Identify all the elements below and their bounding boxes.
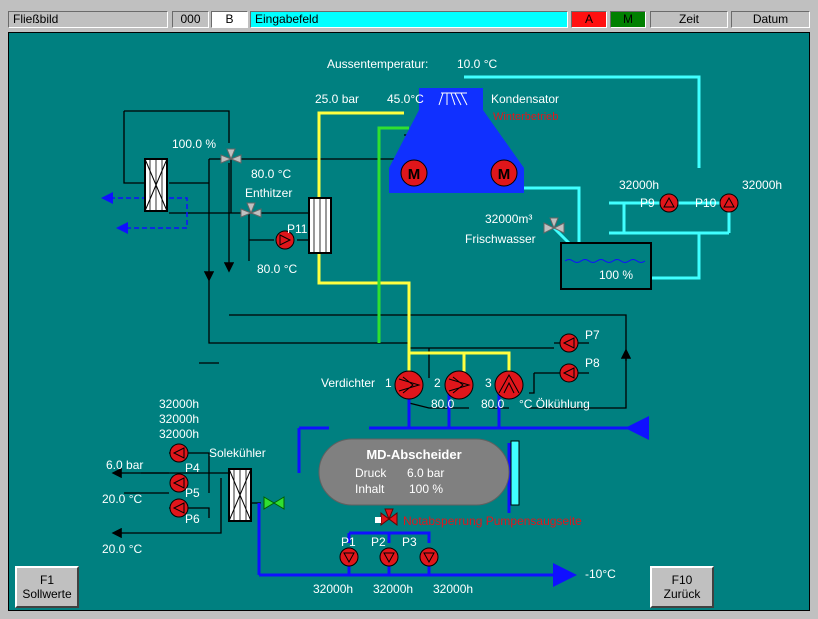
code-field: 000: [172, 11, 209, 28]
three-way-valve-icon[interactable]: [220, 148, 242, 164]
f1-setpoints-button[interactable]: F1 Sollwerte: [15, 566, 79, 608]
emergency-shutoff-label: Notabsperrung Pumpensaugseite: [403, 514, 582, 528]
svg-text:M: M: [498, 166, 511, 183]
fresh-water-valve-icon[interactable]: [543, 217, 565, 234]
desuperheater: [308, 197, 332, 254]
separator-content-value: 100 %: [409, 482, 443, 496]
brine-cooler: [228, 468, 252, 522]
brine-cooler-label: Solekühler: [209, 446, 266, 460]
temp-80-left: 80.0 °C: [257, 262, 297, 276]
pump-p2-icon[interactable]: [379, 547, 399, 567]
fresh-water-label: Frischwasser: [465, 232, 536, 246]
hours-p1: 32000h: [313, 582, 353, 596]
pump-p8-icon[interactable]: [559, 363, 579, 383]
valve-percent: 100.0 %: [172, 137, 216, 151]
compressor-3-icon[interactable]: [494, 370, 524, 400]
f10-key-label: F10: [671, 573, 693, 587]
condenser: M M: [389, 88, 524, 193]
separator-pressure-value: 6.0 bar: [407, 466, 444, 480]
temp-minus10: -10°C: [585, 567, 616, 581]
pump-p10-icon[interactable]: [719, 193, 739, 213]
temp-80-top: 80.0 °C: [251, 167, 291, 181]
status-bar: Fließbild 000 B Eingabefeld A M Zeit Dat…: [0, 0, 818, 32]
pump-p3-icon[interactable]: [419, 547, 439, 567]
hours-p9: 32000h: [619, 178, 659, 192]
f10-back-button[interactable]: F10 Zurück: [650, 566, 714, 608]
f10-button-label: Zurück: [663, 587, 701, 601]
compressor-label: Verdichter: [321, 376, 375, 390]
heat-exchanger-left: [144, 158, 168, 212]
process-diagram: M M: [8, 32, 810, 611]
compressor-2-number: 2: [434, 376, 441, 390]
tank-level: 100 %: [599, 268, 633, 282]
hours-p6: 32000h: [159, 427, 199, 441]
hours-p2: 32000h: [373, 582, 413, 596]
p4-label: P4: [185, 461, 200, 475]
outside-temp-value: 10.0 °C: [457, 57, 497, 71]
date-field: Datum: [731, 11, 810, 28]
pump-p7-icon[interactable]: [559, 333, 579, 353]
water-tank: [560, 242, 652, 290]
temp-top: 45.0°C: [387, 92, 424, 106]
compressor-2-icon[interactable]: [444, 370, 474, 400]
separator-pressure-label: Druck: [355, 466, 387, 480]
f1-button-label: Sollwerte: [22, 587, 72, 601]
hours-p3: 32000h: [433, 582, 473, 596]
time-field: Zeit: [650, 11, 728, 28]
p3-label: P3: [402, 535, 417, 549]
outside-temp-label: Aussentemperatur:: [327, 57, 428, 71]
alarm-m-indicator[interactable]: M: [610, 11, 646, 28]
hours-p5: 32000h: [159, 412, 199, 426]
condenser-label: Kondensator: [491, 92, 559, 106]
pump-p5-icon[interactable]: [169, 473, 189, 493]
input-field[interactable]: Eingabefeld: [250, 11, 568, 28]
compressor-3-number: 3: [485, 376, 492, 390]
winter-mode-label: Winterbetrieb: [493, 111, 558, 123]
compressor-temp-2: 80.0: [481, 397, 505, 411]
md-separator: [318, 438, 520, 506]
p10-label: P10: [695, 196, 717, 210]
compressor-1-number: 1: [385, 376, 392, 390]
screen-title: Fließbild: [8, 11, 168, 28]
emergency-valve-icon[interactable]: [375, 508, 398, 526]
p11-label: P11: [287, 222, 308, 236]
separator-title: MD-Abscheider: [366, 447, 461, 462]
desuperheater-label: Enthitzer: [245, 186, 292, 200]
separator-content-label: Inhalt: [355, 482, 385, 496]
alarm-a-indicator[interactable]: A: [571, 11, 607, 28]
desuperheater-valve-icon[interactable]: [240, 202, 262, 218]
brine-temp-2: 20.0 °C: [102, 542, 142, 556]
brine-valve-icon[interactable]: [263, 496, 285, 510]
p5-label: P5: [185, 486, 200, 500]
brine-temp-1: 20.0 °C: [102, 492, 142, 506]
fresh-water-amount: 32000m³: [485, 212, 532, 226]
pump-p6-icon[interactable]: [169, 498, 189, 518]
hours-p10: 32000h: [742, 178, 782, 192]
f1-key-label: F1: [39, 573, 54, 587]
letter-field: B: [211, 11, 248, 28]
pressure-top: 25.0 bar: [315, 92, 359, 106]
p6-label: P6: [185, 512, 200, 526]
pump-p1-icon[interactable]: [339, 547, 359, 567]
pump-p4-icon[interactable]: [169, 443, 189, 463]
p2-label: P2: [371, 535, 386, 549]
oil-cooling-label: °C Ölkühlung: [519, 397, 590, 411]
brine-pressure: 6.0 bar: [106, 458, 143, 472]
hours-p4: 32000h: [159, 397, 199, 411]
compressor-1-icon[interactable]: [394, 370, 424, 400]
pump-p9-icon[interactable]: [659, 193, 679, 213]
svg-text:M: M: [408, 166, 421, 183]
p8-label: P8: [585, 356, 600, 370]
p1-label: P1: [341, 535, 356, 549]
pump-p11-icon[interactable]: [275, 230, 295, 250]
p9-label: P9: [640, 196, 655, 210]
p7-label: P7: [585, 328, 600, 342]
compressor-temp-1: 80.0: [431, 397, 455, 411]
